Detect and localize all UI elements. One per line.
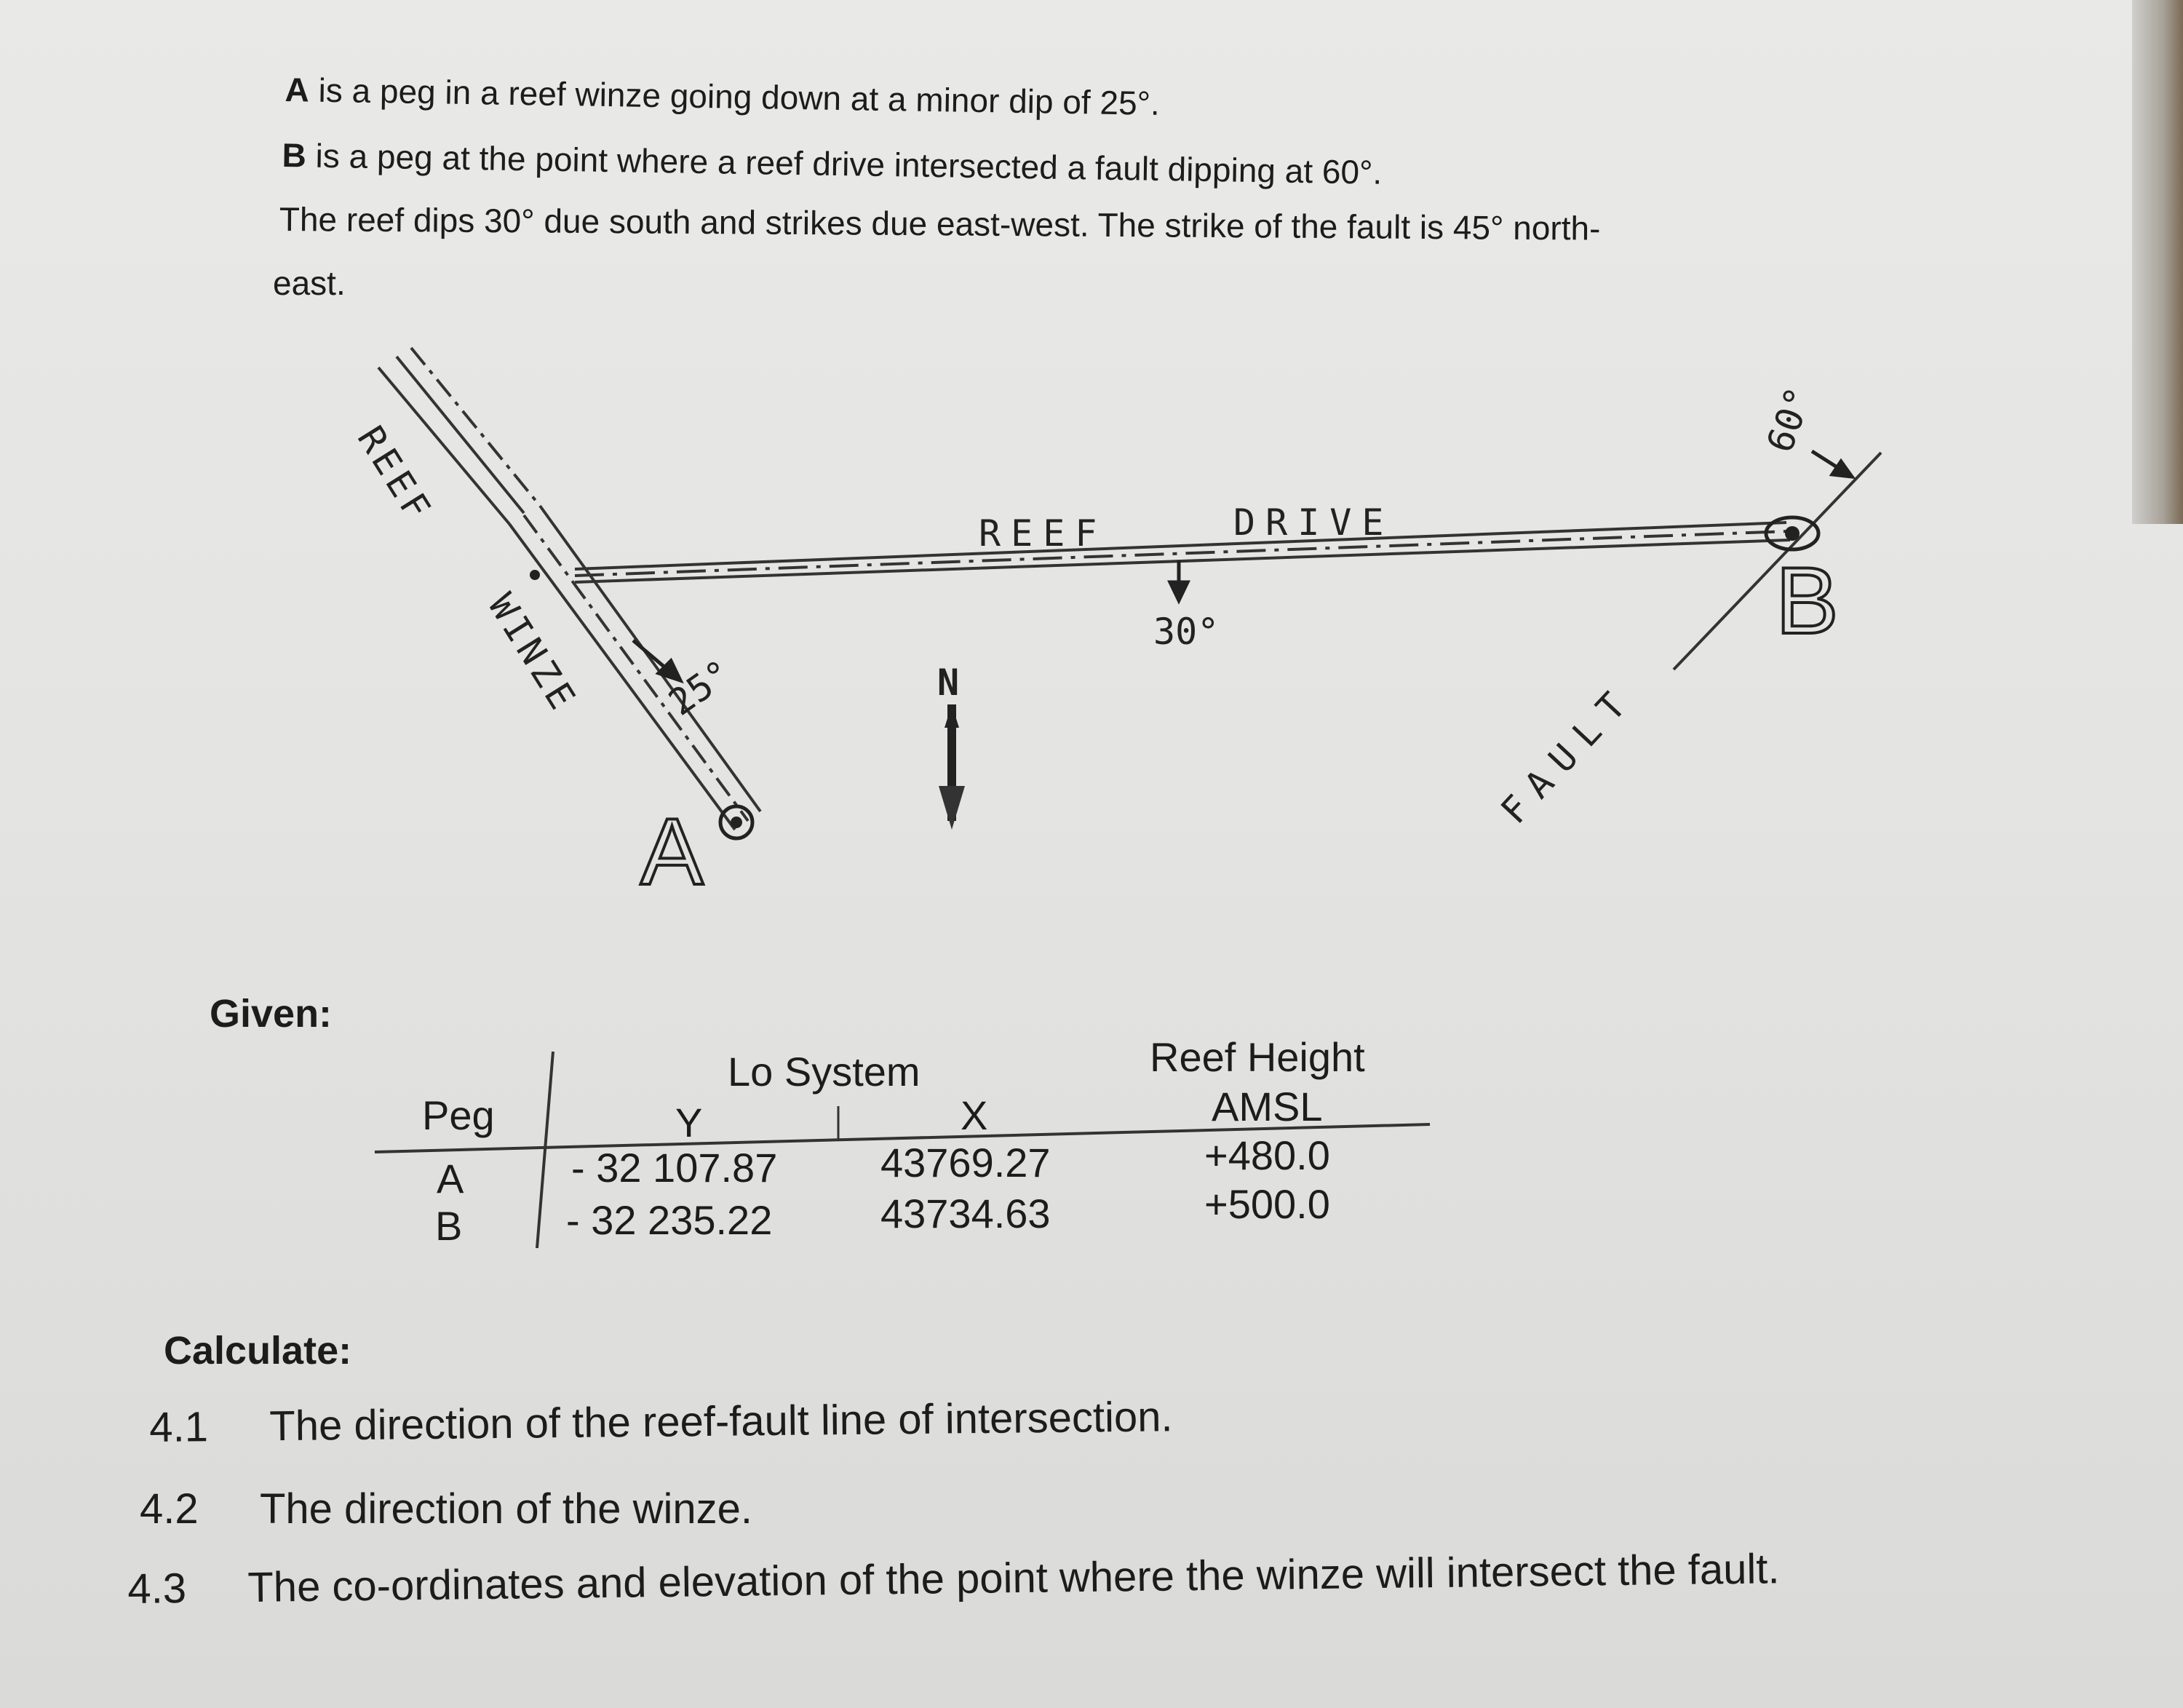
fault-line: [1672, 451, 1882, 671]
col-header-x: X: [961, 1092, 988, 1138]
fault-dip-arrow: [1810, 449, 1856, 480]
peg-a-marker: [718, 804, 755, 841]
drive-label-reef: REEF: [979, 512, 1107, 555]
peg-b-marker: [1764, 515, 1821, 552]
winze-label-reef: REEF: [349, 419, 441, 531]
table-row-a-height: +480.0: [1204, 1132, 1330, 1178]
table-header-rule: [374, 1123, 1431, 1153]
col-header-y: Y: [675, 1100, 703, 1145]
table-peg-divider: [536, 1051, 554, 1249]
table-row-b-y: - 32 235.22: [566, 1197, 773, 1243]
table-row-a-x: 43769.27: [880, 1140, 1051, 1185]
fault-label: FAULT: [1492, 675, 1642, 832]
header-amsl: AMSL: [1212, 1084, 1323, 1129]
table-row-b-peg: B: [435, 1203, 463, 1249]
fault-dip-label: 60°: [1759, 381, 1821, 458]
page-edge-shadow: [2132, 0, 2183, 524]
table-row-b-x: 43734.63: [880, 1191, 1051, 1236]
calculate-heading: Calculate:: [164, 1329, 352, 1373]
intro-line-4: east.: [273, 264, 346, 302]
north-arrow-icon: [939, 704, 965, 830]
table-row-a-y: - 32 107.87: [571, 1145, 778, 1191]
drive-label-drive: DRIVE: [1233, 501, 1394, 544]
reef-dip-arrow: [1167, 560, 1190, 605]
winze-tunnel: [377, 346, 762, 831]
table-row-b-height: +500.0: [1204, 1181, 1330, 1227]
table-row-a-peg: A: [437, 1156, 464, 1201]
reef-dip-label: 30°: [1153, 611, 1219, 653]
winze-dip-arrow: [632, 639, 684, 684]
group-header-lo-system: Lo System: [728, 1049, 920, 1095]
junction-point: [530, 570, 540, 580]
drive-tunnel: [574, 521, 1791, 584]
peg-b-label: B: [1776, 547, 1839, 654]
peg-a-label: A: [640, 798, 704, 905]
header-reef-height: Reef Height: [1150, 1034, 1365, 1080]
col-header-peg: Peg: [422, 1092, 495, 1138]
north-label: N: [937, 662, 959, 704]
given-heading: Given:: [210, 992, 333, 1036]
